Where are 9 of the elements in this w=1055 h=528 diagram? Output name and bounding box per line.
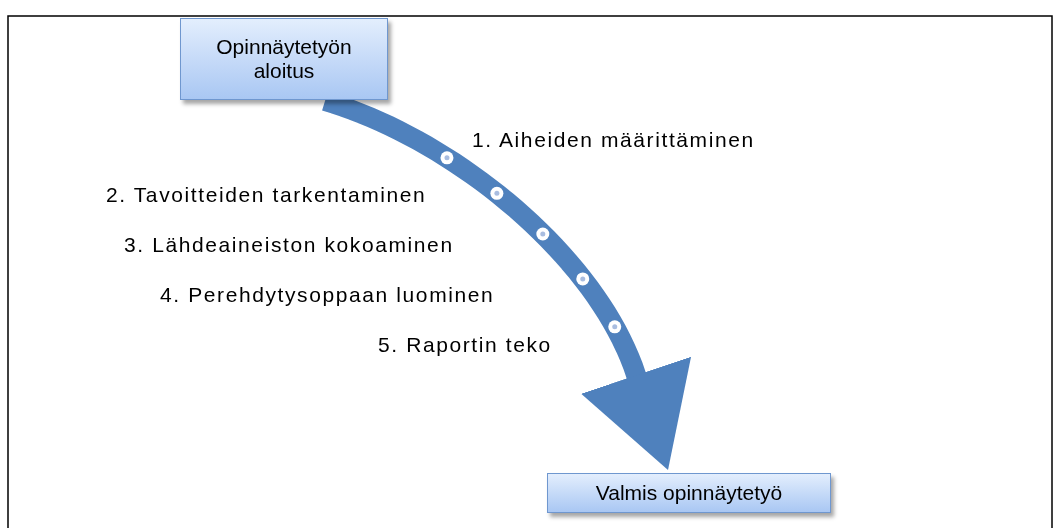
step-label: 3. Lähdeaineiston kokoaminen <box>124 233 454 257</box>
step-label: 1. Aiheiden määrittäminen <box>472 128 755 152</box>
process-box <box>547 473 831 513</box>
box-text: Opinnäytetyön aloitus <box>215 35 353 83</box>
step-label: 5. Raportin teko <box>378 333 552 357</box>
process-box <box>180 18 388 100</box>
step-label: 2. Tavoitteiden tarkentaminen <box>106 183 427 207</box>
step-label: 4. Perehdytysoppaan luominen <box>160 283 495 307</box>
box-text: Valmis opinnäytetyö <box>594 481 784 505</box>
